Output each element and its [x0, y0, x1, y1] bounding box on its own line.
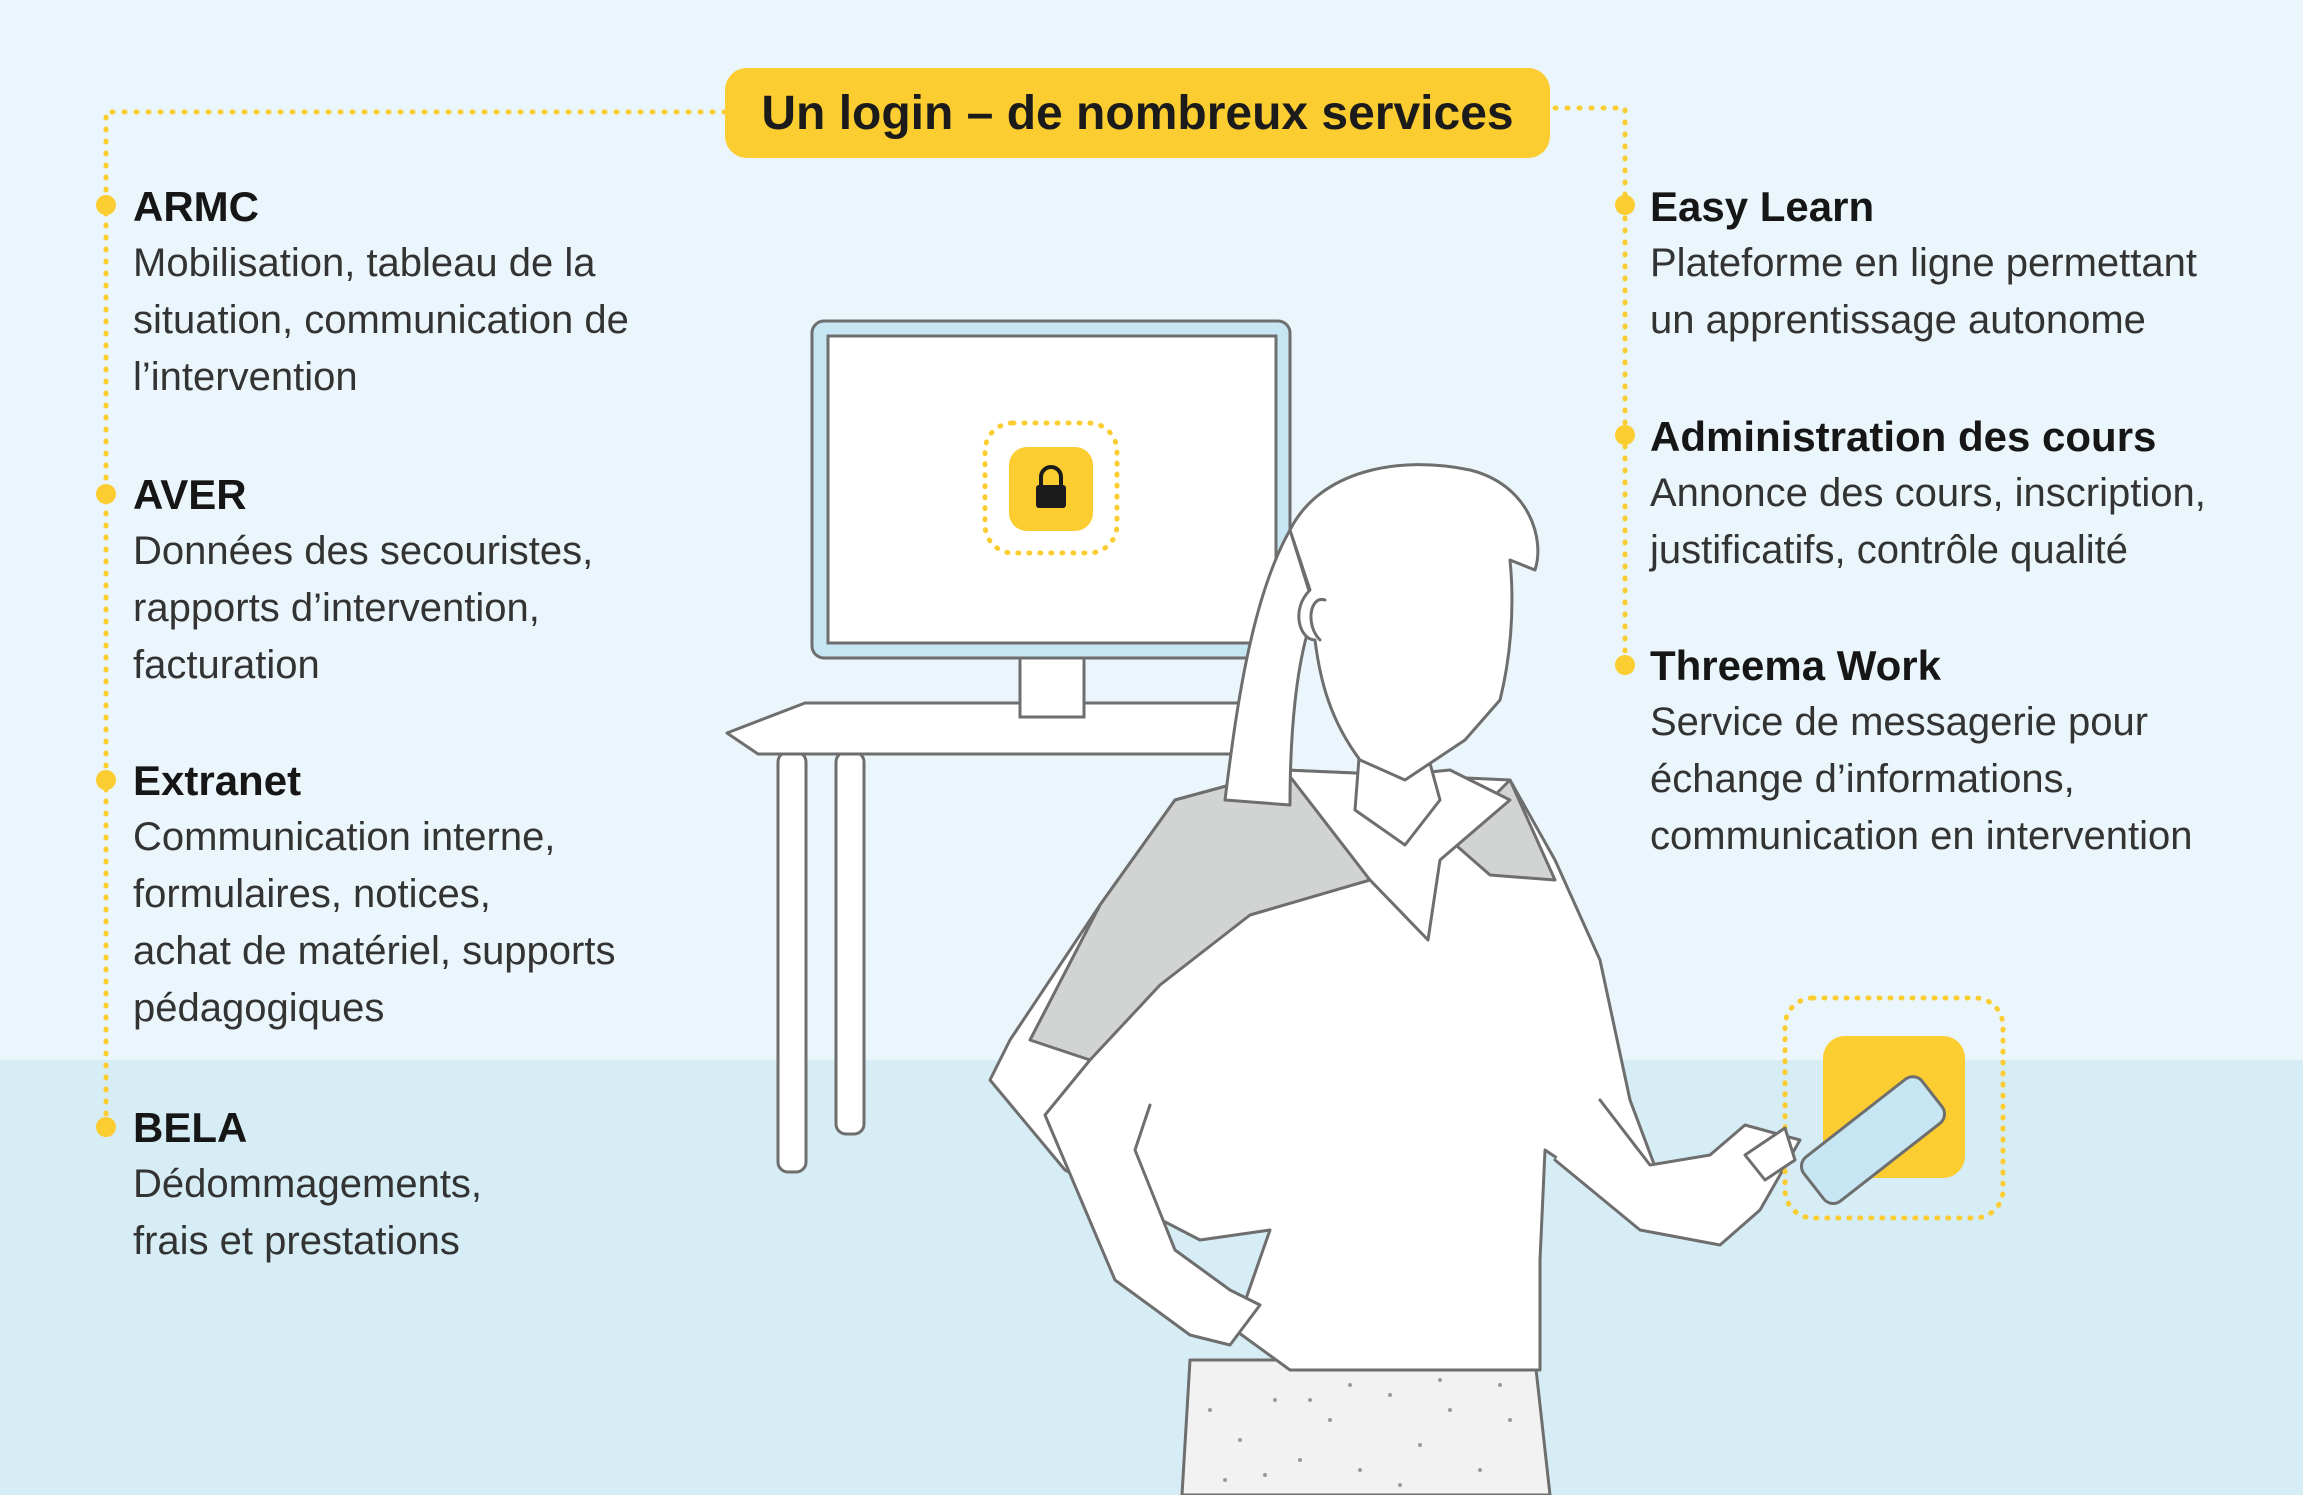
smartphone-group: [1743, 995, 2006, 1221]
description-line: achat de matériel, supports: [133, 929, 616, 973]
description-line: Mobilisation, tableau de la: [133, 241, 596, 285]
lock-icon: [1036, 465, 1066, 508]
service-armc: ARMC Mobilisation, tableau de la situati…: [133, 178, 853, 406]
person: [988, 463, 1802, 1495]
bullet-dot-administration: [1615, 425, 1635, 445]
monitor: [810, 319, 1292, 719]
page-title: Un login – de nombreux services: [725, 68, 1550, 158]
service-name: Extranet: [133, 757, 302, 804]
service-aver: AVER Données des secouristes, rapports d…: [133, 466, 853, 694]
service-name: Easy Learn: [1650, 183, 1875, 230]
description-line: justificatifs, contrôle qualité: [1650, 528, 2129, 572]
description-line: Annonce des cours, inscription,: [1650, 471, 2206, 515]
bullet-dot-armc: [96, 195, 116, 215]
service-name: AVER: [133, 471, 247, 518]
service-description: Dédommagements, frais et prestations: [133, 1156, 853, 1270]
service-name: Threema Work: [1650, 642, 1941, 689]
service-description: Annonce des cours, inscription, justific…: [1650, 465, 2303, 579]
bullet-dot-aver: [96, 484, 116, 504]
description-line: formulaires, notices,: [133, 872, 491, 916]
desk: [725, 701, 1264, 1174]
description-line: frais et prestations: [133, 1219, 460, 1263]
service-name: Administration des cours: [1650, 413, 2157, 460]
service-extranet: Extranet Communication interne, formulai…: [133, 752, 853, 1037]
service-description: Données des secouristes, rapports d’inte…: [133, 523, 853, 694]
description-line: pédagogiques: [133, 986, 385, 1030]
bullet-dot-extranet: [96, 770, 116, 790]
description-line: rapports d’intervention,: [133, 586, 540, 630]
bullet-dots: [96, 195, 1635, 1137]
service-name: BELA: [133, 1104, 248, 1151]
service-threema-work: Threema Work Service de messagerie pour …: [1650, 637, 2303, 865]
description-line: l’intervention: [133, 355, 358, 399]
bullet-dot-easy-learn: [1615, 195, 1635, 215]
service-description: Service de messagerie pour échange d’inf…: [1650, 694, 2303, 865]
description-line: Plateforme en ligne permettant: [1650, 241, 2197, 285]
service-bela: BELA Dédommagements, frais et prestation…: [133, 1099, 853, 1270]
service-description: Mobilisation, tableau de la situation, c…: [133, 235, 853, 406]
service-description: Plateforme en ligne permettant un appren…: [1650, 235, 2303, 349]
description-line: Données des secouristes,: [133, 529, 594, 573]
bullet-dot-threema: [1615, 655, 1635, 675]
description-line: Dédommagements,: [133, 1162, 483, 1206]
service-administration-des-cours: Administration des cours Annonce des cou…: [1650, 408, 2303, 579]
description-line: facturation: [133, 643, 320, 687]
description-line: Communication interne,: [133, 815, 556, 859]
service-description: Communication interne, formulaires, noti…: [133, 809, 853, 1037]
smartphone-icon: [1799, 1075, 1946, 1206]
service-easy-learn: Easy Learn Plateforme en ligne permettan…: [1650, 178, 2303, 349]
description-line: échange d’informations,: [1650, 757, 2075, 801]
description-line: Service de messagerie pour: [1650, 700, 2149, 744]
bullet-dot-bela: [96, 1117, 116, 1137]
description-line: communication en intervention: [1650, 814, 2193, 858]
service-name: ARMC: [133, 183, 259, 230]
description-line: un apprentissage autonome: [1650, 298, 2146, 342]
description-line: situation, communication de: [133, 298, 629, 342]
